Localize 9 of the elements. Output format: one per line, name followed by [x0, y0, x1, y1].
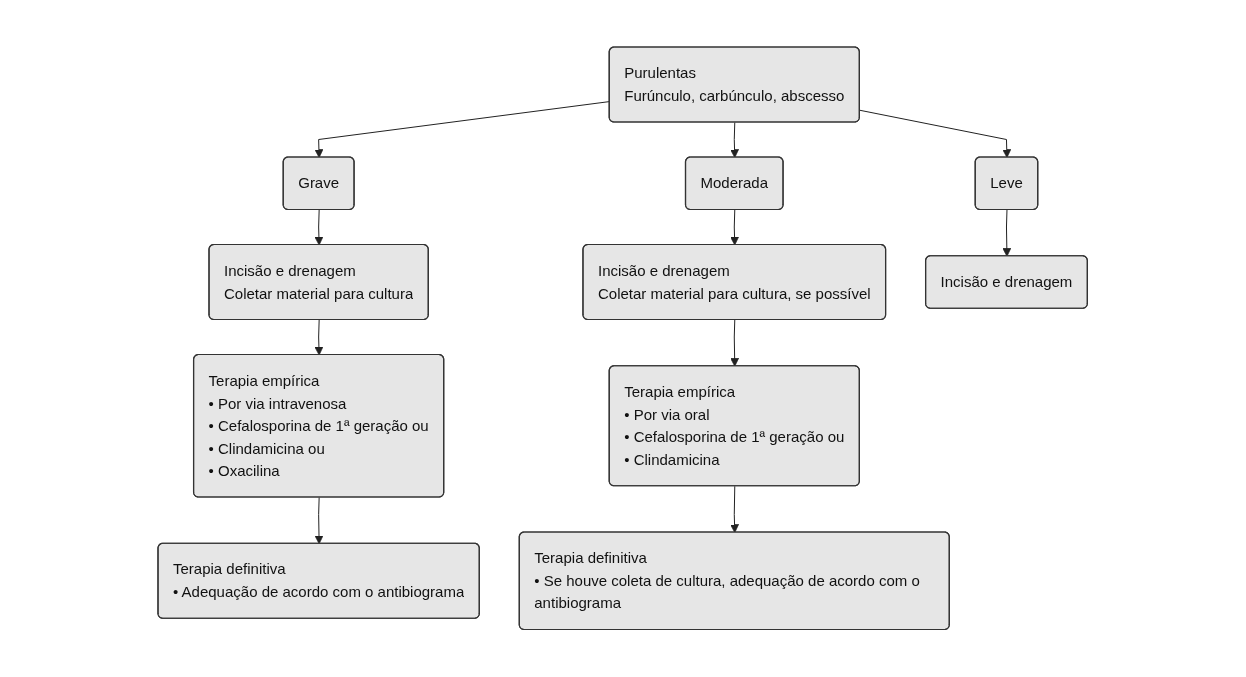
arrow — [730, 319, 740, 367]
arrow — [730, 122, 740, 159]
arrow — [1002, 209, 1012, 257]
arrow — [314, 319, 324, 356]
arrow — [730, 209, 740, 246]
arrow — [314, 209, 324, 246]
arrow — [314, 497, 324, 545]
arrow — [859, 110, 1012, 159]
arrow — [730, 486, 740, 534]
